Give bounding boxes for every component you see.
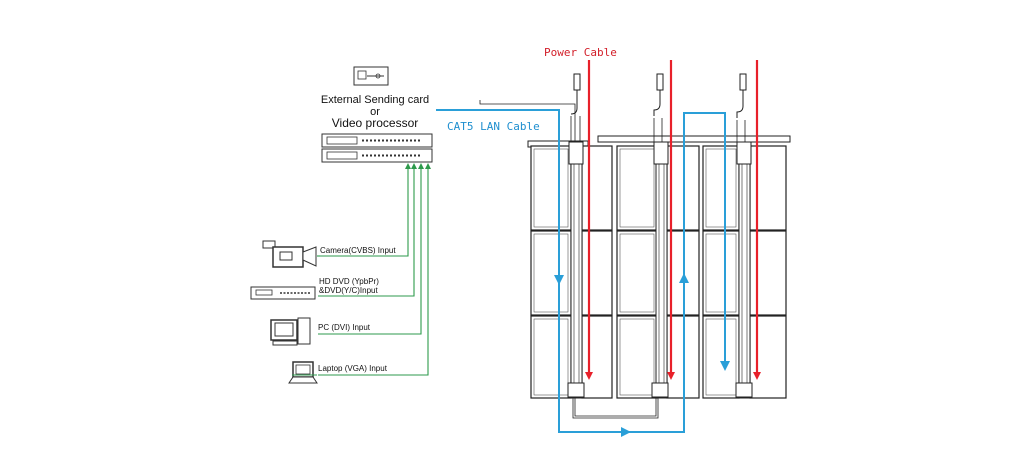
power-arrows [585,60,761,380]
video-processor-icon [321,133,433,163]
external-label-line1: External Sending card [321,94,429,106]
sending-card-icon [353,66,389,86]
camera-label: Camera(CVBS) Input [320,246,396,255]
power-plug-icon [570,73,747,118]
input-wires [317,163,431,376]
external-label-line2: or [370,106,380,118]
hd-dvd-label-line2: &DVD(Y/C)Input [319,286,378,295]
hd-dvd-label-line1: HD DVD (YpbPr) [319,277,379,286]
camera-icon [262,240,317,268]
cat5-label: CAT5 LAN Cable [447,120,540,133]
power-cable-cords [479,100,746,419]
laptop-icon [288,361,318,384]
led-wall [527,135,791,399]
pc-icon [270,317,311,346]
external-label-line3: Video processor [332,116,419,130]
pc-label: PC (DVI) Input [318,323,371,332]
laptop-label: Laptop (VGA) Input [318,364,388,373]
power-cable-label: Power Cable [544,46,617,59]
lan-cable-path [436,109,730,437]
dvd-player-icon [250,286,316,300]
